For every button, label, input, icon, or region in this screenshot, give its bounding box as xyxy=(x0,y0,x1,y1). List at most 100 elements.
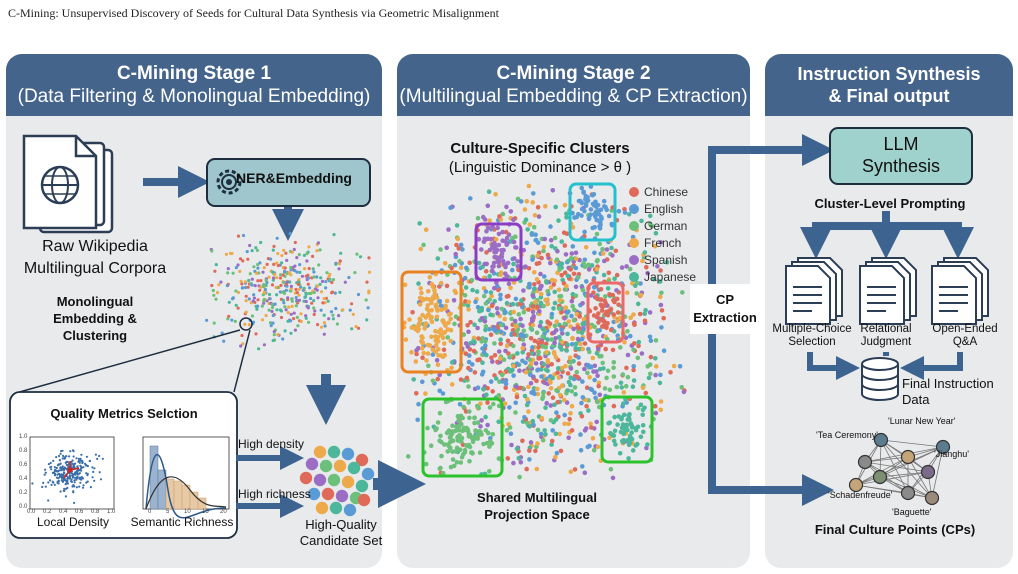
llm-line2: Synthesis xyxy=(861,156,941,176)
tick-label: 0 xyxy=(148,509,152,515)
cluster-point xyxy=(610,292,616,298)
cp-edge xyxy=(907,456,933,499)
scatter-point xyxy=(539,416,545,421)
scatter-point xyxy=(335,322,339,326)
scatter-point xyxy=(271,248,275,252)
cluster-point xyxy=(482,236,488,242)
density-point xyxy=(50,468,53,471)
scatter-point xyxy=(513,410,518,415)
scatter-point xyxy=(485,422,490,428)
cluster-point xyxy=(433,338,439,343)
scatter-point xyxy=(253,284,257,288)
cluster-point xyxy=(614,296,620,302)
scatter-point xyxy=(246,285,250,289)
scatter-point xyxy=(254,271,259,275)
scatter-point xyxy=(631,364,636,369)
scatter-point xyxy=(233,319,237,323)
local-density-label: Local Density xyxy=(36,515,110,529)
cluster-point xyxy=(423,321,429,327)
scatter-point xyxy=(608,466,614,472)
scatter-point xyxy=(520,438,525,444)
scatter-point xyxy=(297,278,301,282)
scatter-point xyxy=(595,373,600,379)
scatter-point xyxy=(283,269,287,273)
density-point xyxy=(63,478,67,481)
cp-extraction-line2: Extraction xyxy=(693,310,757,325)
scatter-point xyxy=(597,392,603,398)
scatter-point xyxy=(563,363,568,369)
cluster-point xyxy=(438,280,444,286)
density-point xyxy=(79,481,82,484)
cluster-point xyxy=(487,405,493,410)
density-point xyxy=(85,455,88,458)
cluster-point xyxy=(499,251,505,257)
scatter-point xyxy=(449,265,454,271)
doc-icon-open-ended xyxy=(931,257,989,325)
cluster-point xyxy=(607,420,613,425)
density-point xyxy=(98,454,101,458)
scatter-point xyxy=(483,289,489,294)
scatter-point xyxy=(576,361,582,366)
scatter-point xyxy=(609,245,614,251)
candidate-point xyxy=(333,459,347,473)
scatter-point xyxy=(538,271,543,277)
ner-embedding-label: NER&Embedding xyxy=(236,170,352,186)
scatter-point xyxy=(625,374,631,380)
scatter-point xyxy=(337,314,341,318)
scatter-point xyxy=(347,275,351,280)
scatter-point xyxy=(337,267,341,271)
scatter-point xyxy=(329,310,334,314)
scatter-point xyxy=(570,225,576,230)
scatter-point xyxy=(600,360,605,366)
scatter-point xyxy=(645,270,650,276)
scatter-point xyxy=(261,285,265,289)
scatter-point xyxy=(532,286,537,292)
cluster-point xyxy=(621,401,626,406)
scatter-point xyxy=(480,360,485,366)
scatter-point xyxy=(639,218,644,224)
scatter-point xyxy=(635,355,641,361)
scatter-point xyxy=(252,265,256,269)
tick-label: 0.4 xyxy=(59,509,68,515)
scatter-point xyxy=(658,268,663,273)
scatter-point xyxy=(521,309,527,315)
scatter-point xyxy=(284,308,288,312)
scatter-point xyxy=(270,305,275,310)
density-point xyxy=(73,465,76,468)
scatter-point xyxy=(421,242,426,248)
cluster-point xyxy=(438,353,444,358)
cluster-point xyxy=(490,242,495,248)
cluster-point xyxy=(470,439,476,445)
cluster-point xyxy=(459,421,464,427)
cluster-point xyxy=(434,295,440,300)
scatter-point xyxy=(435,256,441,261)
mono-label-line2: Embedding & xyxy=(53,311,137,326)
scatter-point xyxy=(542,380,547,386)
scatter-point xyxy=(580,287,586,293)
scatter-point xyxy=(367,256,371,260)
scatter-point xyxy=(458,377,464,382)
scatter-point xyxy=(545,297,550,302)
scatter-point xyxy=(270,302,275,306)
scatter-point xyxy=(527,285,532,290)
scatter-point xyxy=(554,410,559,415)
scatter-point xyxy=(264,313,268,318)
density-point xyxy=(71,459,74,462)
scatter-point xyxy=(540,334,545,339)
scatter-point xyxy=(488,312,493,318)
scatter-point xyxy=(511,460,516,466)
scatter-point xyxy=(625,290,630,296)
cluster-point xyxy=(456,425,462,430)
scatter-point xyxy=(638,281,643,286)
scatter-point xyxy=(544,350,549,355)
scatter-point xyxy=(640,258,645,264)
cluster-point xyxy=(450,449,455,454)
scatter-point xyxy=(441,347,447,353)
scatter-point xyxy=(528,381,534,386)
scatter-point xyxy=(510,235,515,241)
scatter-point xyxy=(618,380,624,386)
scatter-point xyxy=(473,299,478,305)
cluster-point xyxy=(441,341,447,346)
tick-label: 1.0 xyxy=(107,509,116,515)
density-point xyxy=(76,465,79,468)
